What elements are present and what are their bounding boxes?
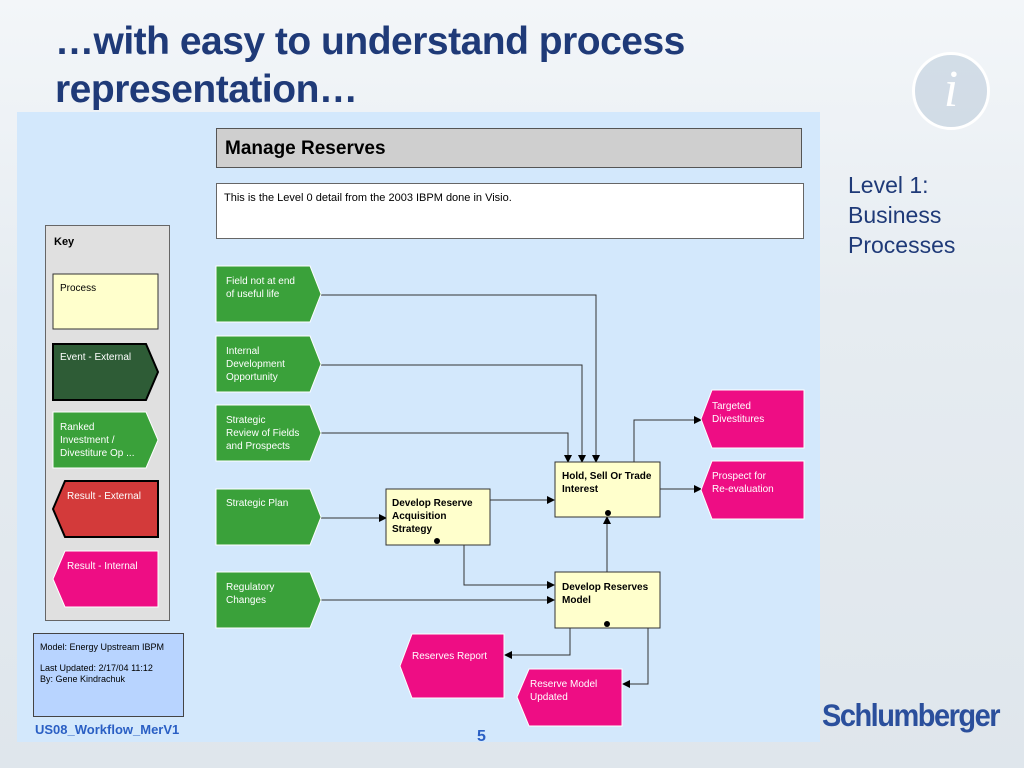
process-label: Strategy (392, 524, 432, 535)
connector (622, 628, 649, 688)
key-result-external: Result - External (51, 480, 159, 538)
event-internal-development[interactable]: Internal Development Opportunity (215, 335, 322, 393)
page-number: 5 (477, 728, 486, 745)
footer-file-name: US08_Workflow_MerV1 (35, 722, 180, 737)
level-label: Level 1: Business Processes (848, 170, 955, 260)
event-label: Internal (226, 346, 259, 357)
result-label: Prospect for (712, 471, 767, 482)
key-title: Key (54, 236, 75, 248)
slide-title-line1: …with easy to understand process (55, 20, 685, 63)
result-label: Updated (530, 692, 568, 703)
key-label: Investment / (60, 435, 115, 446)
process-description-text: This is the Level 0 detail from the 2003… (224, 192, 512, 204)
connector (320, 364, 586, 463)
process-label: Model (562, 595, 591, 606)
company-logo: Schlumberger (822, 698, 1001, 734)
key-label: Ranked (60, 422, 94, 433)
connector (320, 294, 600, 463)
key-shapes: Process Event - External Ranked Investme… (51, 273, 160, 608)
connector (463, 545, 555, 589)
event-label: of useful life (226, 289, 280, 300)
key-result-internal: Result - Internal (52, 550, 159, 608)
event-label: Changes (226, 595, 266, 606)
key-label: Result - External (67, 491, 141, 502)
process-develop-reserves-model[interactable]: Develop Reserves Model (554, 571, 661, 629)
event-label: Review of Fields (226, 428, 299, 439)
result-prospect-reevaluation[interactable]: Prospect for Re-evaluation (700, 460, 805, 520)
process-hold-sell-trade[interactable]: Hold, Sell Or Trade Interest (554, 461, 661, 518)
model-info-model: Model: Energy Upstream IBPM (40, 642, 165, 652)
level-label-line: Business (848, 202, 942, 228)
process-develop-reserve-acquisition[interactable]: Develop Reserve Acquisition Strategy (385, 488, 491, 546)
event-strategic-review[interactable]: Strategic Review of Fields and Prospects (215, 404, 322, 462)
event-label: Strategic Plan (226, 498, 288, 509)
process-label: Interest (562, 484, 599, 495)
process-label: Acquisition (392, 511, 446, 522)
process-description: This is the Level 0 detail from the 2003… (216, 183, 804, 239)
result-label: Divestitures (712, 414, 764, 425)
slide-title: …with easy to understand process represe… (55, 18, 815, 114)
event-field-not-at-end[interactable]: Field not at end of useful life (215, 265, 322, 323)
event-label: Regulatory (226, 582, 274, 593)
result-reserve-model-updated[interactable]: Reserve Model Updated (516, 668, 623, 727)
model-info-author: By: Gene Kindrachuk (40, 674, 126, 684)
result-label: Targeted (712, 401, 751, 412)
slide-title-line2: representation… (55, 68, 358, 111)
result-label: Reserve Model (530, 679, 597, 690)
event-label: and Prospects (226, 441, 290, 452)
connectors (320, 294, 702, 688)
connector (633, 416, 702, 462)
event-label: Field not at end (226, 276, 295, 287)
key-label: Result - Internal (67, 561, 138, 572)
process-label: Develop Reserves (562, 582, 649, 593)
level-label-line: Level 1: (848, 172, 929, 198)
result-label: Re-evaluation (712, 484, 774, 495)
connector (504, 628, 571, 659)
info-icon: i (912, 52, 990, 130)
connector (320, 432, 572, 463)
event-strategic-plan[interactable]: Strategic Plan (215, 488, 322, 546)
key-event-external: Event - External (52, 343, 160, 401)
level-label-line: Processes (848, 232, 956, 258)
result-reserves-report[interactable]: Reserves Report (399, 633, 505, 699)
event-regulatory-changes[interactable]: Regulatory Changes (215, 571, 322, 629)
process-header-title: Manage Reserves (225, 138, 386, 159)
result-targeted-divestitures[interactable]: Targeted Divestitures (700, 389, 805, 449)
event-label: Strategic (226, 415, 265, 426)
key-label: Process (60, 283, 96, 294)
result-label: Reserves Report (412, 651, 487, 662)
model-info-last-updated: Last Updated: 2/17/04 11:12 (40, 663, 153, 673)
key-label: Event - External (60, 352, 131, 363)
key-process: Process (52, 273, 159, 330)
process-label: Develop Reserve (392, 498, 473, 509)
process-header: Manage Reserves (216, 128, 802, 168)
key-label: Divestiture Op ... (60, 448, 134, 459)
event-label: Opportunity (226, 372, 278, 383)
process-label: Hold, Sell Or Trade (562, 471, 652, 482)
model-info-box: Model: Energy Upstream IBPM Last Updated… (33, 633, 184, 717)
key-event-internal: Ranked Investment / Divestiture Op ... (52, 411, 159, 469)
event-label: Development (226, 359, 285, 370)
